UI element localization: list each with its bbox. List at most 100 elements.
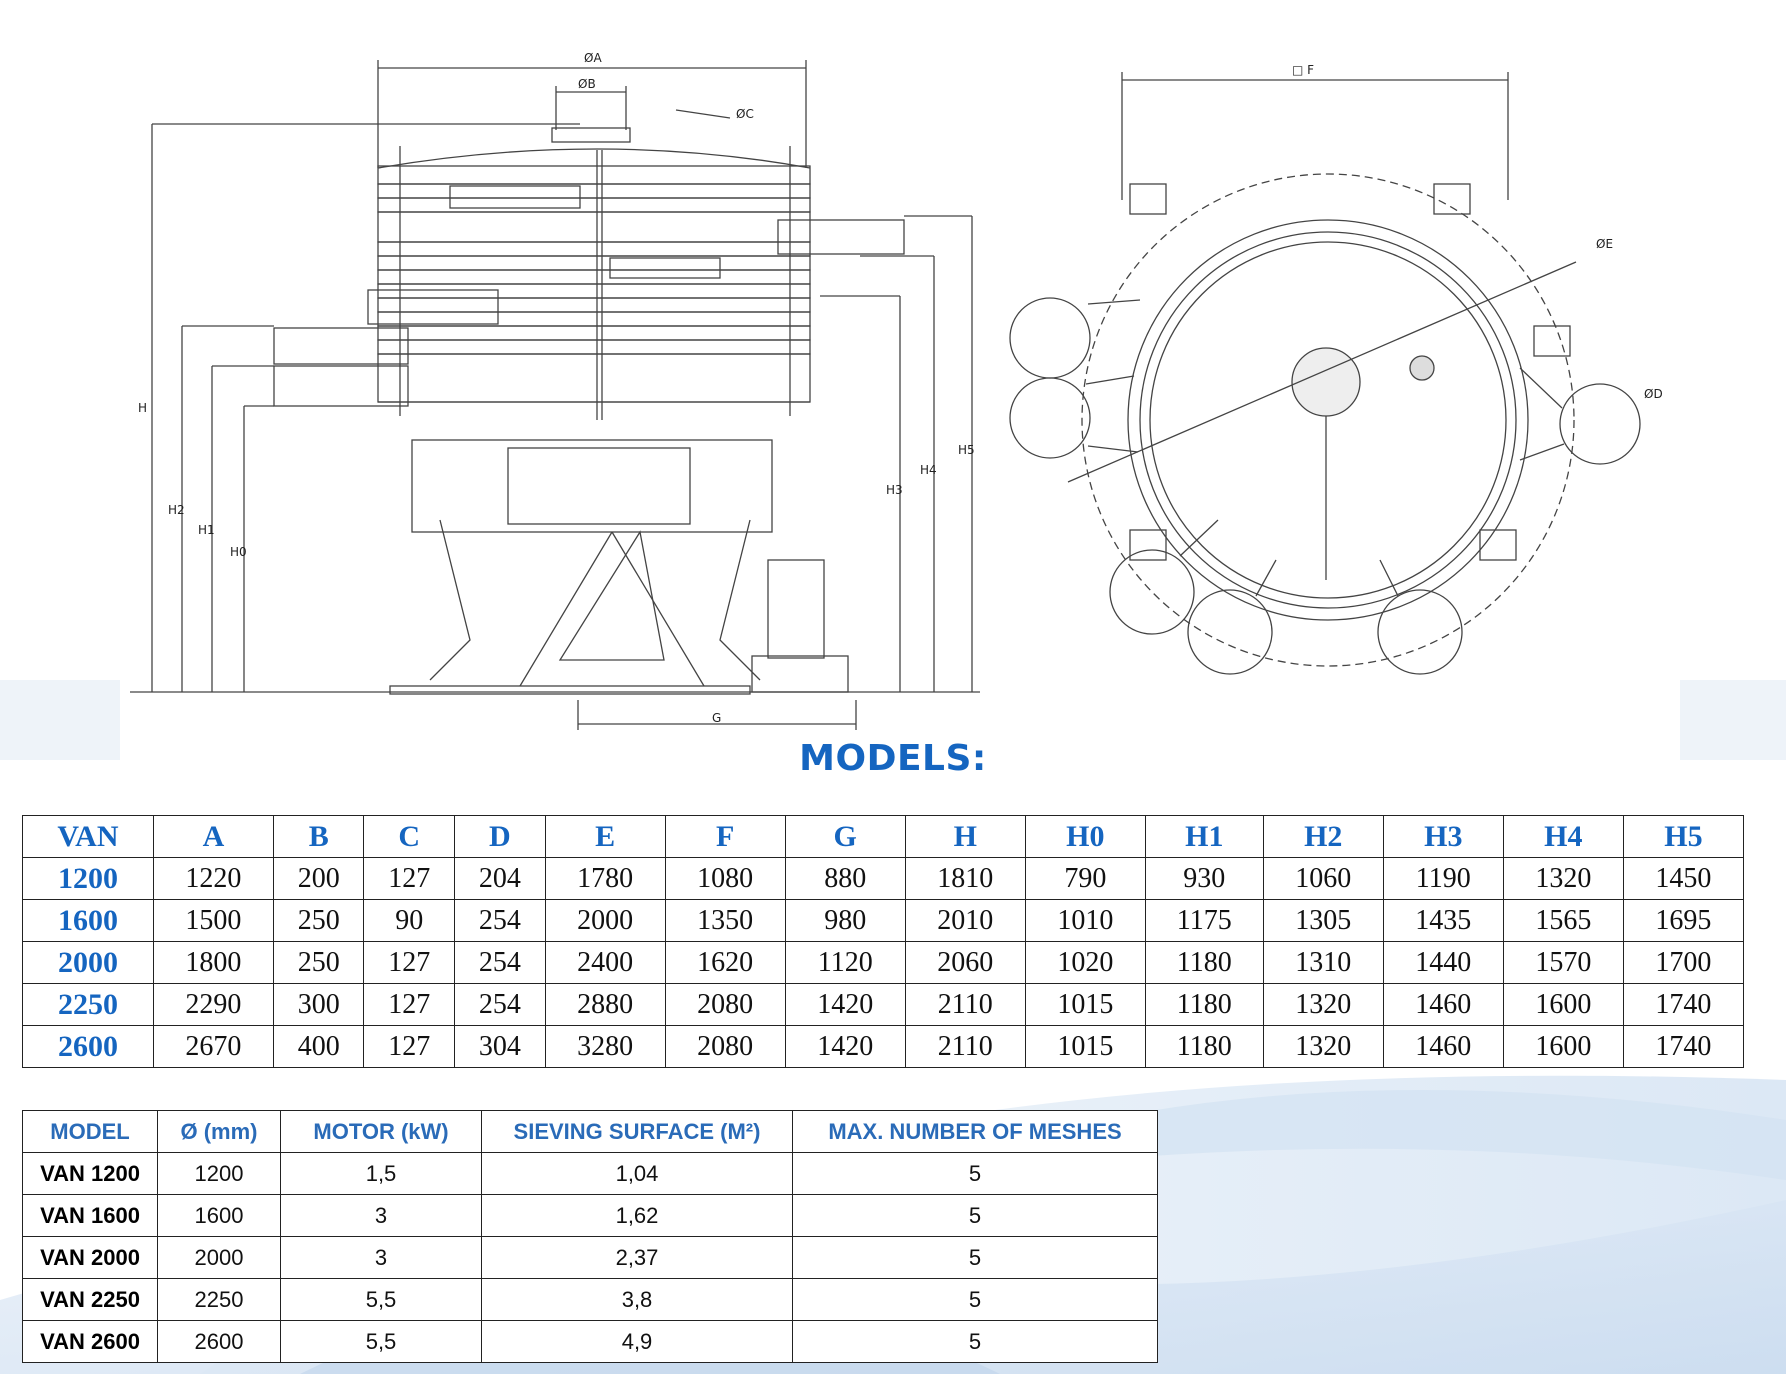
label-f: □ F [1292, 63, 1314, 77]
table-cell: 1570 [1502, 941, 1624, 984]
top-view [1009, 72, 1641, 675]
table-cell: 1080 [664, 857, 786, 900]
header-cell: G [784, 815, 906, 858]
label-dia-a: ØA [584, 51, 602, 65]
table-cell: 5,5 [280, 1278, 482, 1321]
table-cell: 1200 [157, 1152, 281, 1195]
technical-drawing: ØA ØB ØC H H2 H1 H0 H3 H4 H5 G [130, 51, 1663, 730]
label-dia-e: ØE [1596, 237, 1613, 251]
model-cell: 1200 [22, 857, 154, 900]
table-cell: 1015 [1024, 983, 1146, 1026]
table-cell: 4,9 [481, 1320, 793, 1363]
table-cell: 400 [272, 1025, 365, 1068]
table-cell: 5 [792, 1194, 1158, 1237]
table-cell: 1740 [1622, 983, 1745, 1026]
table-cell: 127 [363, 941, 456, 984]
header-cell: H1 [1144, 815, 1264, 858]
table-cell: 980 [784, 899, 906, 942]
table-cell: 1450 [1622, 857, 1745, 900]
models-title: MODELS: [799, 738, 987, 779]
header-cell: MODEL [22, 1110, 158, 1153]
table-cell: 200 [272, 857, 365, 900]
header-cell: H4 [1502, 815, 1624, 858]
label-h3: H3 [886, 483, 903, 497]
label-h1: H1 [198, 523, 215, 537]
table-cell: 2600 [157, 1320, 281, 1363]
table-cell: 5 [792, 1278, 1158, 1321]
dimensions-table: VAN A B C D E F G H H0 H1 H2 H3 H4 H5 12… [22, 815, 1745, 1068]
table-cell: 1565 [1502, 899, 1624, 942]
header-cell: H2 [1262, 815, 1384, 858]
model-cell: 2600 [22, 1025, 154, 1068]
table-cell: 250 [272, 941, 365, 984]
table-cell: 3280 [544, 1025, 666, 1068]
table-cell: 254 [454, 941, 546, 984]
table-cell: 1020 [1024, 941, 1146, 984]
table-cell: 1060 [1262, 857, 1384, 900]
label-dia-d: ØD [1644, 387, 1663, 401]
model-cell: 2250 [22, 983, 154, 1026]
header-cell: H3 [1382, 815, 1504, 858]
table-cell: 3 [280, 1236, 482, 1279]
table-cell: 930 [1144, 857, 1264, 900]
header-cell: MAX. NUMBER OF MESHES [792, 1110, 1158, 1153]
table-cell: 1220 [152, 857, 274, 900]
table-cell: 1695 [1622, 899, 1745, 942]
table-cell: 2110 [904, 983, 1026, 1026]
table-cell: 1305 [1262, 899, 1384, 942]
table-cell: 2000 [157, 1236, 281, 1279]
header-cell: Ø (mm) [157, 1110, 281, 1153]
table-cell: 1310 [1262, 941, 1384, 984]
table-cell: 2000 [544, 899, 666, 942]
table-cell: 1600 [1502, 983, 1624, 1026]
header-cell: D [454, 815, 546, 858]
header-cell: VAN [22, 815, 154, 858]
header-cell: H0 [1024, 815, 1146, 858]
table-cell: 2670 [152, 1025, 274, 1068]
table-cell: 2080 [664, 983, 786, 1026]
table-cell: 1700 [1622, 941, 1745, 984]
table-cell: 1780 [544, 857, 666, 900]
specs-header-row: MODEL Ø (mm) MOTOR (kW) SIEVING SURFACE … [22, 1110, 1158, 1153]
table-cell: 880 [784, 857, 906, 900]
table-cell: 2,37 [481, 1236, 793, 1279]
header-cell: A [152, 815, 274, 858]
header-cell: MOTOR (kW) [280, 1110, 482, 1153]
model-cell: 2000 [22, 941, 154, 984]
table-cell: 1175 [1144, 899, 1264, 942]
table-cell: 127 [363, 857, 456, 900]
table-cell: 250 [272, 899, 365, 942]
table-cell: 1600 [157, 1194, 281, 1237]
table-cell: 304 [454, 1025, 546, 1068]
table-cell: 1,04 [481, 1152, 793, 1195]
table-cell: 90 [363, 899, 456, 942]
table-cell: 1800 [152, 941, 274, 984]
table-cell: 2110 [904, 1025, 1026, 1068]
header-cell: H [904, 815, 1026, 858]
label-h0: H0 [230, 545, 247, 559]
table-cell: 127 [363, 1025, 456, 1068]
table-cell: 5 [792, 1320, 1158, 1363]
table-cell: 1190 [1382, 857, 1504, 900]
table-cell: 1440 [1382, 941, 1504, 984]
table-cell: 1010 [1024, 899, 1146, 942]
table-cell: 127 [363, 983, 456, 1026]
table-cell: 2060 [904, 941, 1026, 984]
table-cell: 2400 [544, 941, 666, 984]
table-cell: 254 [454, 983, 546, 1026]
table-cell: 254 [454, 899, 546, 942]
table-cell: 790 [1024, 857, 1146, 900]
header-cell: B [272, 815, 365, 858]
table-cell: 1320 [1502, 857, 1624, 900]
label-h4: H4 [920, 463, 937, 477]
table-cell: 3 [280, 1194, 482, 1237]
